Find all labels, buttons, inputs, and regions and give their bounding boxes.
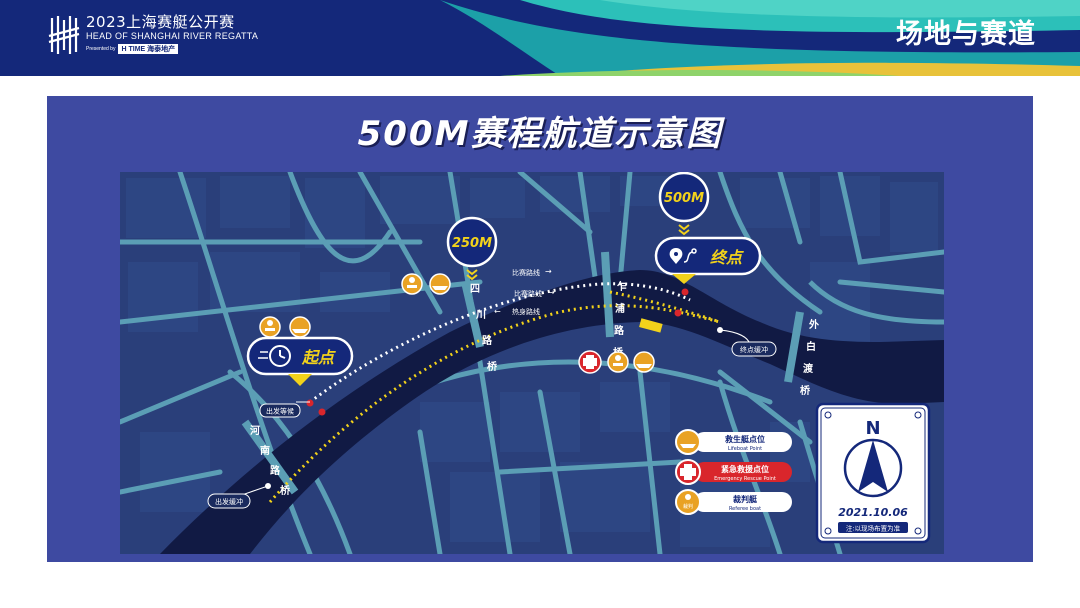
north-arrow-icon	[843, 438, 903, 498]
warmup-route-label: 热身路线	[512, 307, 540, 316]
bridge-label-sichuan: 四 川 路 桥	[470, 283, 498, 373]
header-wave-decoration	[440, 0, 1080, 76]
svg-text:白: 白	[806, 340, 816, 353]
lifeboat-point-group-2[interactable]	[259, 316, 311, 338]
svg-text:桥: 桥	[800, 384, 811, 397]
logo-presented-by: Presented by	[86, 46, 116, 52]
section-title: 场地与赛道	[896, 19, 1036, 50]
start-line-point	[306, 399, 314, 407]
marker-250m-label: 250M	[452, 236, 492, 251]
svg-text:桥: 桥	[280, 484, 291, 497]
chevron-down-icon	[466, 269, 478, 281]
legend-item-lifeboat: 救生艇点位 Lifeboat Point	[675, 429, 792, 455]
svg-text:出发缓冲: 出发缓冲	[215, 497, 243, 506]
svg-text:Referee boat: Referee boat	[729, 506, 761, 512]
referee-boat-icon	[675, 489, 701, 515]
finish-line-point-2	[674, 309, 682, 317]
compass-note: 注:以现场布置为准	[846, 524, 901, 533]
svg-text:紧急救援点位: 紧急救援点位	[721, 464, 769, 474]
race-route-label-2: 比赛路线	[514, 289, 542, 298]
regatta-logo[interactable]: 2023上海赛艇公开赛 HEAD OF SHANGHAI RIVER REGAT…	[48, 14, 258, 56]
svg-text:浦: 浦	[615, 302, 625, 315]
legend-item-referee: 裁判艇 Referee boat 裁判	[675, 489, 792, 515]
svg-text:南: 南	[260, 444, 270, 457]
warmup-route-arrow: ←	[494, 307, 501, 316]
svg-text:Lifeboat Point: Lifeboat Point	[728, 446, 762, 452]
bridge-label-henan: 河 南 路 桥	[250, 425, 291, 497]
stopwatch-icon	[258, 345, 291, 367]
page-header: 2023上海赛艇公开赛 HEAD OF SHANGHAI RIVER REGAT…	[0, 0, 1080, 76]
marker-250m[interactable]: 250M	[446, 216, 498, 281]
race-route-arrow-2: →	[548, 288, 555, 297]
course-panel: 500M赛程航道示意图	[47, 96, 1033, 562]
lifeboat-icon	[675, 429, 701, 455]
start-label: 起点	[301, 348, 336, 367]
bridge-label-waibaidu: 外 白 渡 桥	[800, 318, 819, 397]
race-route-label-1: 比赛路线	[512, 268, 540, 277]
logo-subtitle: HEAD OF SHANGHAI RIVER REGATTA	[86, 31, 259, 41]
depart-wait-tag: 出发等候	[259, 401, 310, 418]
race-route-arrow: →	[545, 267, 552, 276]
compass-box: N 2021.10.06 注:以现场布置为准	[815, 402, 931, 544]
lifeboat-point-group-1[interactable]	[401, 273, 451, 295]
svg-text:渡: 渡	[803, 362, 814, 375]
svg-text:外: 外	[808, 318, 819, 331]
compass-date: 2021.10.06	[838, 506, 908, 519]
svg-text:路: 路	[614, 324, 625, 337]
finish-buffer-tag: 终点缓冲	[717, 327, 777, 357]
svg-text:桥: 桥	[487, 360, 498, 373]
rescue-point-group[interactable]	[578, 350, 655, 374]
course-map: 比赛路线 → 比赛路线 → ← 热身路线 四 川 路 桥 乍 浦 路 桥 外 白	[120, 172, 944, 554]
finish-line-point	[681, 288, 689, 296]
warmup-route-line-2	[609, 290, 721, 324]
city-blocks	[126, 176, 938, 547]
svg-text:裁判艇: 裁判艇	[733, 494, 758, 504]
finish-marker[interactable]: 终点	[654, 236, 762, 284]
bridges	[241, 251, 804, 495]
start-line-point-2	[318, 408, 326, 416]
regatta-logo-mark	[48, 16, 80, 54]
referee-badge: 裁判	[683, 503, 693, 510]
svg-text:川: 川	[475, 309, 486, 321]
marker-500m-label: 500M	[664, 191, 704, 206]
waterfront-road	[808, 280, 944, 325]
logo-brand: H TIME 海泰地产	[118, 44, 179, 54]
finish-pontoon	[639, 318, 663, 333]
svg-text:出发等候: 出发等候	[266, 407, 294, 416]
compass-north: N	[865, 418, 880, 439]
warmup-route-line	[268, 304, 721, 503]
start-marker[interactable]: 起点	[246, 336, 354, 386]
map-legend: 救生艇点位 Lifeboat Point 紧急救援点位 Emergency Re…	[675, 429, 792, 515]
svg-text:四: 四	[470, 283, 480, 295]
svg-text:路: 路	[270, 464, 281, 477]
depart-buffer-tag: 出发缓冲	[207, 483, 271, 509]
svg-text:救生艇点位: 救生艇点位	[725, 434, 765, 444]
chevron-down-icon	[678, 224, 690, 236]
logo-title: 2023上海赛艇公开赛	[86, 13, 235, 31]
marker-500m[interactable]: 500M	[658, 172, 710, 236]
svg-text:路: 路	[482, 334, 493, 347]
svg-text:Emergency Rescue Point: Emergency Rescue Point	[714, 476, 776, 482]
svg-text:河: 河	[250, 425, 260, 437]
svg-text:终点缓冲: 终点缓冲	[740, 345, 768, 354]
svg-text:乍: 乍	[617, 280, 627, 293]
finish-label: 终点	[710, 248, 744, 267]
legend-item-rescue: 紧急救援点位 Emergency Rescue Point	[675, 459, 792, 485]
location-pin-icon	[669, 248, 697, 264]
race-route-line	[309, 282, 691, 404]
map-title: 500M赛程航道示意图	[357, 114, 723, 154]
